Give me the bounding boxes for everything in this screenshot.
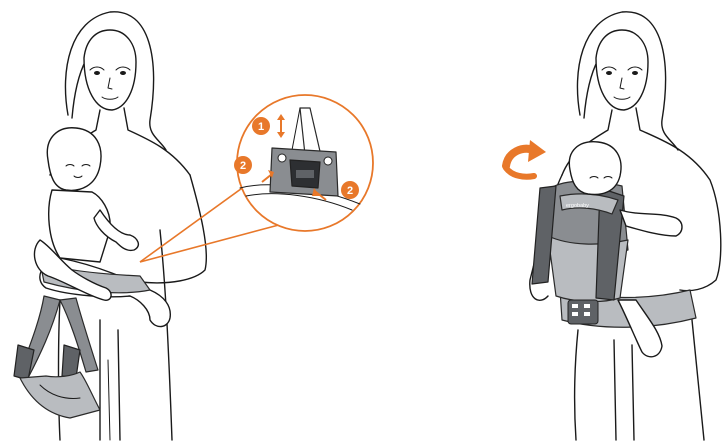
step-2-marker-right: 2	[341, 181, 359, 199]
step-1-marker: 1	[252, 117, 270, 135]
curved-arrow-icon	[506, 140, 546, 177]
carrier-brand-label: ergobaby	[566, 203, 589, 209]
step-2-right-label: 2	[347, 185, 353, 197]
right-carrier: ergobaby	[532, 181, 696, 327]
buckle-detail-callout	[237, 95, 373, 231]
step-2-marker-left: 2	[234, 156, 252, 174]
step-1-label: 1	[258, 121, 264, 133]
left-carrier-hanging-panel	[14, 296, 100, 418]
step-2-left-label: 2	[240, 160, 246, 172]
